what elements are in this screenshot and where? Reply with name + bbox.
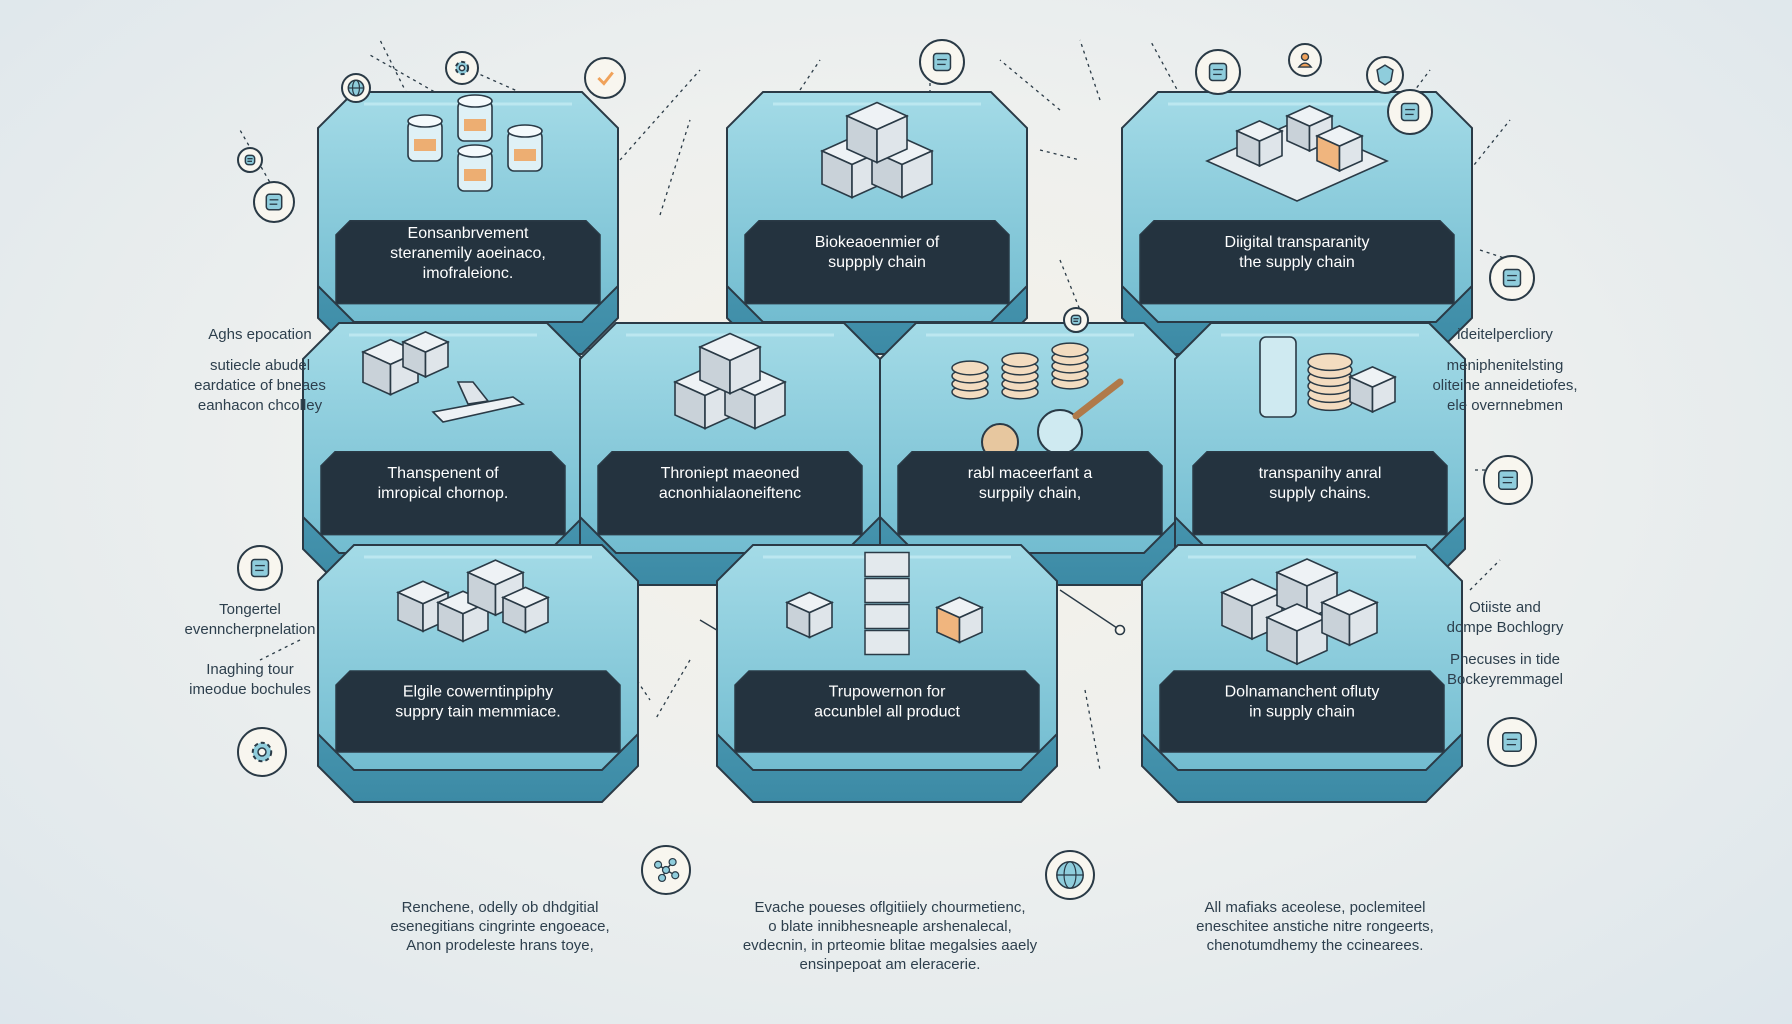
connector-line	[659, 119, 691, 216]
link-line	[1059, 589, 1121, 631]
world-grid-icon	[1045, 850, 1095, 900]
molecule-network-icon	[641, 845, 691, 895]
panel-label-plate	[597, 451, 863, 536]
map-pin-icon	[1063, 307, 1089, 333]
connector-line	[1039, 149, 1081, 161]
panel-label-plate	[1192, 451, 1448, 536]
coin-magnifier-icon	[951, 342, 1124, 461]
panel-label-plate	[335, 220, 601, 305]
box-stack-icon	[820, 101, 934, 199]
footer-note: Renchene, odelly ob dhdgitial esenegitia…	[390, 899, 610, 954]
panel-label-plate	[897, 451, 1163, 536]
side-note: Otiiste and dompe Bochlogry	[1446, 599, 1564, 636]
footer-note: All mafiaks aceolese, poclemiteel enesch…	[1196, 899, 1434, 954]
connector-line	[654, 659, 691, 721]
connector-line	[799, 59, 821, 91]
panel-label-plate	[744, 220, 1010, 305]
shipping-boxes-icon	[396, 559, 550, 643]
connector-line	[1084, 689, 1101, 771]
connector-line	[1149, 39, 1181, 96]
connector-line	[999, 59, 1061, 111]
globe-network-icon	[341, 73, 371, 103]
user-profile-icon	[1288, 43, 1322, 77]
document-stack-icon	[673, 332, 787, 430]
connector-line	[1469, 119, 1511, 171]
shield-lock-icon	[1366, 56, 1404, 94]
side-note: ideitelpercliory	[1457, 326, 1553, 343]
connector-line	[369, 54, 441, 96]
panel-label-plate	[1139, 220, 1455, 305]
ledger-chip-icon	[237, 545, 283, 591]
side-note: sutiecle abudel eardatice of bneaes eanh…	[194, 357, 326, 414]
cargo-plane-icon	[361, 330, 525, 423]
side-note: meniphenitelsting oliteine anneidetiofes…	[1432, 357, 1578, 414]
connector-line	[259, 639, 301, 661]
panel-label-plate	[1159, 670, 1445, 753]
fingerprint-badge-icon	[253, 181, 295, 223]
node-dot	[1114, 624, 1126, 636]
coin-bottle-icon	[1259, 336, 1397, 418]
side-note: Phecuses in tide Bockeyremmagel	[1447, 651, 1563, 688]
connector-line	[1079, 39, 1101, 101]
flask-badge-icon	[1489, 255, 1535, 301]
qr-document-icon	[1483, 455, 1533, 505]
route-map-icon	[1487, 717, 1537, 767]
tablet-icon	[1387, 89, 1433, 135]
scanner-icon	[237, 147, 263, 173]
panel-label-plate	[335, 670, 621, 753]
check-badge-icon	[584, 57, 626, 99]
database-circle-icon	[919, 39, 965, 85]
panel-label-plate	[320, 451, 566, 536]
warehouse-pallet-icon	[1205, 104, 1389, 202]
cog-network-icon	[445, 51, 479, 85]
connector-line	[619, 69, 701, 161]
connector-line	[1469, 559, 1501, 591]
side-note: Aghs epocation	[208, 326, 312, 343]
gear-badge-icon	[237, 727, 287, 777]
box-pile-icon	[1220, 558, 1379, 666]
side-note: Tongertel evenncherpnelation	[184, 601, 316, 638]
panel-label-plate	[734, 670, 1040, 753]
chart-document-icon	[1195, 49, 1241, 95]
footer-note: Evache poueses oflgitiiely chourmetienc,…	[742, 899, 1038, 973]
floating-icons-layer	[237, 39, 1537, 900]
server-crates-icon	[785, 551, 984, 656]
side-note: Inaghing tour imeodue bochules	[189, 661, 311, 698]
storage-jars-icon	[407, 94, 543, 192]
connector-line	[1059, 259, 1081, 311]
connector-line	[1479, 249, 1511, 261]
